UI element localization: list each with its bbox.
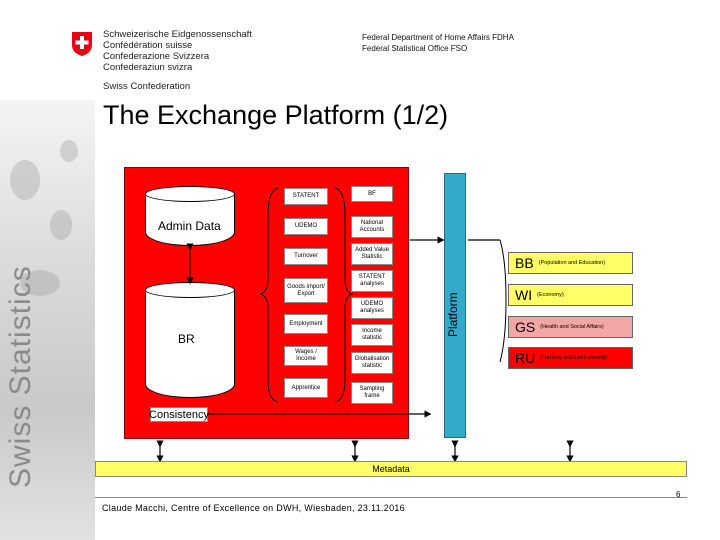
language-name-2: Confédération suisse — [103, 40, 193, 51]
domain-bb: BB (Population and Education) — [508, 252, 633, 274]
sampling-frame-box: Sampling frame — [351, 382, 393, 404]
apprentice-box: Apprentice — [284, 378, 328, 398]
office-name: Federal Statistical Office FSO — [362, 44, 468, 53]
department-name: Federal Department of Home Affairs FDHA — [362, 33, 514, 42]
domain-desc: (Territory and Environment) — [540, 355, 607, 361]
statent-box: STATENT — [284, 188, 328, 205]
domain-code: BB — [515, 255, 534, 271]
domain-wi: WI (Economy) — [508, 284, 633, 306]
udemo-box: UDEMO — [284, 218, 328, 235]
domain-code: RU — [515, 350, 536, 366]
footer-divider — [95, 497, 687, 498]
decorative-photo-strip — [0, 100, 95, 540]
domain-code: WI — [515, 287, 533, 303]
udemo-analyses-box: UDEMO analyses — [351, 297, 393, 319]
domain-desc: (Economy) — [537, 292, 564, 298]
admin-data-cylinder-top — [145, 186, 235, 202]
admin-data-cylinder-body — [145, 194, 235, 246]
right-brace — [499, 239, 507, 363]
page-number: 6 — [676, 490, 681, 499]
department-info: Federal Department of Home Affairs FDHA … — [362, 32, 514, 54]
language-name-4: Confederaziun svizra — [103, 62, 193, 73]
metadata-bar: Metadata — [95, 461, 687, 477]
added-value-statistic-box: Added Value Statistic — [351, 243, 393, 265]
footer-text: Claude Macchi, Centre of Excellence on D… — [102, 503, 405, 513]
middle-brace — [334, 187, 354, 403]
confederation-label: Swiss Confederation — [103, 81, 191, 92]
left-brace — [259, 187, 279, 403]
employment-box: Employment — [284, 314, 328, 334]
language-name-1: Schweizerische Eidgenossenschaft — [103, 29, 252, 40]
turnover-box: Turnover — [284, 248, 328, 265]
bf-box: BF — [351, 186, 393, 202]
admin-data-label: Admin Data — [158, 219, 221, 233]
br-cylinder-body — [145, 290, 235, 398]
domain-desc: (Health and Social Affairs) — [540, 324, 604, 330]
national-accounts-box: National Accounts — [351, 216, 393, 238]
income-statistic-box: Income statistic — [351, 324, 393, 346]
platform-bar — [444, 173, 466, 438]
statent-analyses-box: STATENT analyses — [351, 270, 393, 292]
language-name-3: Confederazione Svizzera — [103, 51, 210, 62]
slide-title: The Exchange Platform (1/2) — [103, 100, 449, 130]
goods-import-export-box: Goods import/ Export — [284, 278, 328, 303]
domain-desc: (Population and Education) — [538, 260, 606, 266]
domain-ru: RU (Territory and Environment) — [508, 347, 633, 369]
swiss-cross-logo-icon — [72, 32, 92, 56]
wages-income-box: Wages / Income — [284, 346, 328, 366]
consistency-box: Consistency — [149, 407, 209, 422]
br-label: BR — [178, 332, 195, 346]
domain-code: GS — [515, 319, 536, 335]
domain-gs: GS (Health and Social Affairs) — [508, 316, 633, 338]
platform-label: Platform — [446, 292, 460, 337]
globalisation-statistic-box: Globalisation statistic — [351, 352, 393, 374]
